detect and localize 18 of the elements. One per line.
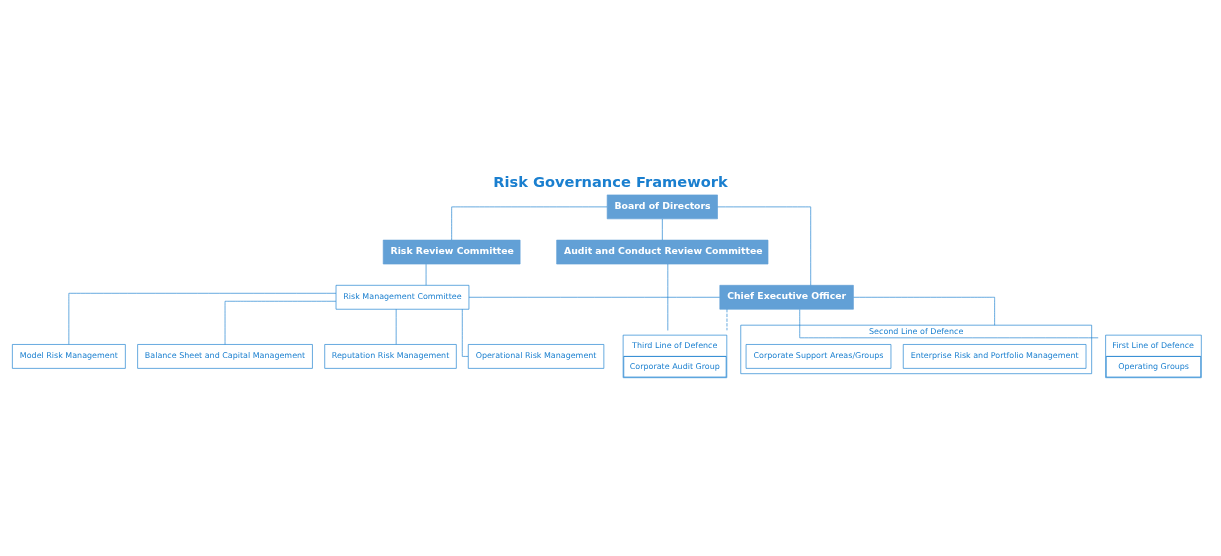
node-box: Audit and Conduct Review Committee [556,239,769,265]
connector [667,263,669,331]
node-box: Board of Directors [606,194,718,220]
connector [717,206,812,286]
connector [461,308,469,357]
connector [395,308,397,345]
connector [662,218,663,241]
connector [726,308,728,331]
diagram-title: Risk Governance Framework [493,173,728,191]
connector [425,263,427,286]
connector [68,292,337,345]
connector [224,300,337,345]
connector [468,296,720,298]
connector [451,206,608,241]
node-box: Chief Executive Officer [719,285,854,310]
connector [799,309,1099,339]
node-box: Risk Review Committee [382,239,521,265]
connector [853,296,995,326]
